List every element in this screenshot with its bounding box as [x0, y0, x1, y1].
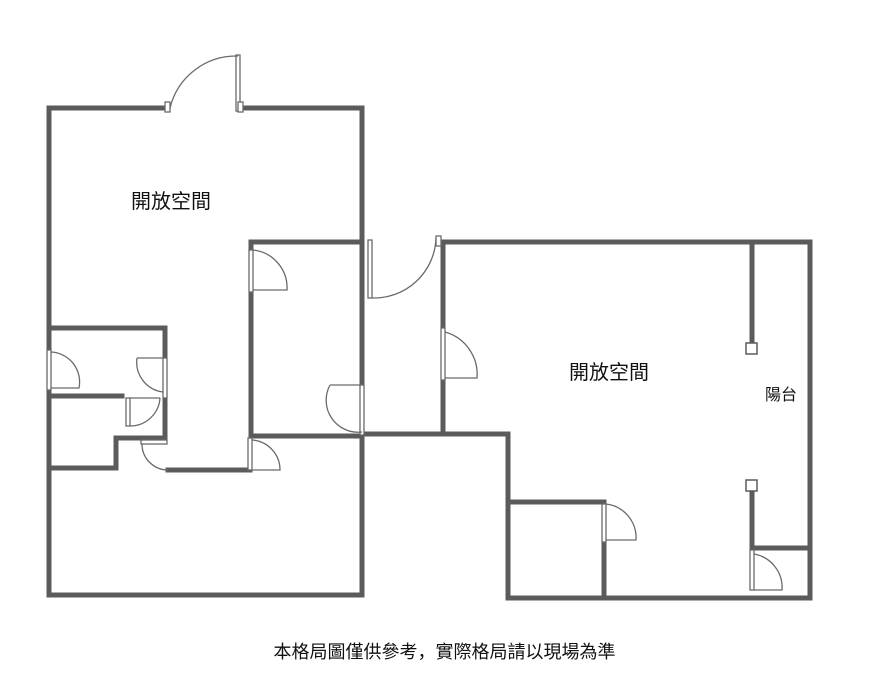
posts	[745, 342, 758, 492]
corridor-door-jamb	[435, 235, 442, 247]
balcony-door-swing	[753, 553, 783, 591]
left-unit-outer-wall	[46, 105, 365, 598]
bathroom-lower-door-swing	[141, 443, 169, 471]
bathroom-walls	[46, 325, 168, 471]
right-small-room-walls	[505, 499, 607, 601]
disclaimer-caption: 本格局圖僅供參考，實際格局請以現場為準	[273, 642, 616, 663]
bathroom-left-door-leaf[interactable]	[46, 349, 52, 391]
right-unit-outer-wall	[440, 239, 813, 601]
bathroom-inner-door-leaf[interactable]	[162, 357, 168, 399]
inner-room-lower-door-leaf[interactable]	[359, 384, 365, 436]
small-room-door-leaf[interactable]	[601, 503, 607, 543]
balcony-partition	[749, 239, 813, 551]
toilet-door-swing	[129, 397, 161, 427]
right-entry-door-swing	[444, 331, 478, 379]
bathroom-lower-door-leaf[interactable]	[140, 439, 168, 445]
balcony-post-lower	[745, 479, 758, 492]
inner-room-door-swing	[252, 249, 288, 291]
doors	[46, 54, 783, 591]
lower-room-door-swing	[251, 439, 281, 471]
toilet-door-leaf[interactable]	[125, 397, 131, 427]
room-label-open-space-right: 開放空間	[569, 360, 649, 384]
lower-room-door-leaf[interactable]	[247, 437, 253, 471]
right-unit-walls	[440, 239, 813, 601]
small-room-door-swing	[605, 503, 637, 541]
right-entry-door-leaf[interactable]	[440, 327, 446, 381]
inner-room-lower-door-swing	[325, 384, 363, 433]
entry-door-jamb-left	[164, 101, 171, 113]
entry-door-swing	[169, 55, 239, 109]
room-label-balcony: 陽台	[765, 385, 797, 404]
bathroom-left-door-swing	[50, 351, 81, 389]
left-inner-room-wall	[248, 239, 365, 439]
balcony-post-upper	[745, 342, 758, 355]
balcony-door-leaf[interactable]	[749, 549, 755, 591]
corridor-door-swing	[371, 237, 437, 299]
bathroom-inner-door-swing	[136, 357, 164, 393]
corridor-door-leaf[interactable]	[367, 239, 373, 299]
left-unit-walls	[46, 105, 511, 601]
room-label-open-space-left: 開放空間	[131, 189, 211, 213]
inner-room-door-leaf[interactable]	[248, 249, 254, 293]
left-upper-corridor-wall	[248, 239, 365, 253]
corridor-wall	[359, 431, 511, 601]
entry-door-jamb-right	[237, 101, 244, 113]
